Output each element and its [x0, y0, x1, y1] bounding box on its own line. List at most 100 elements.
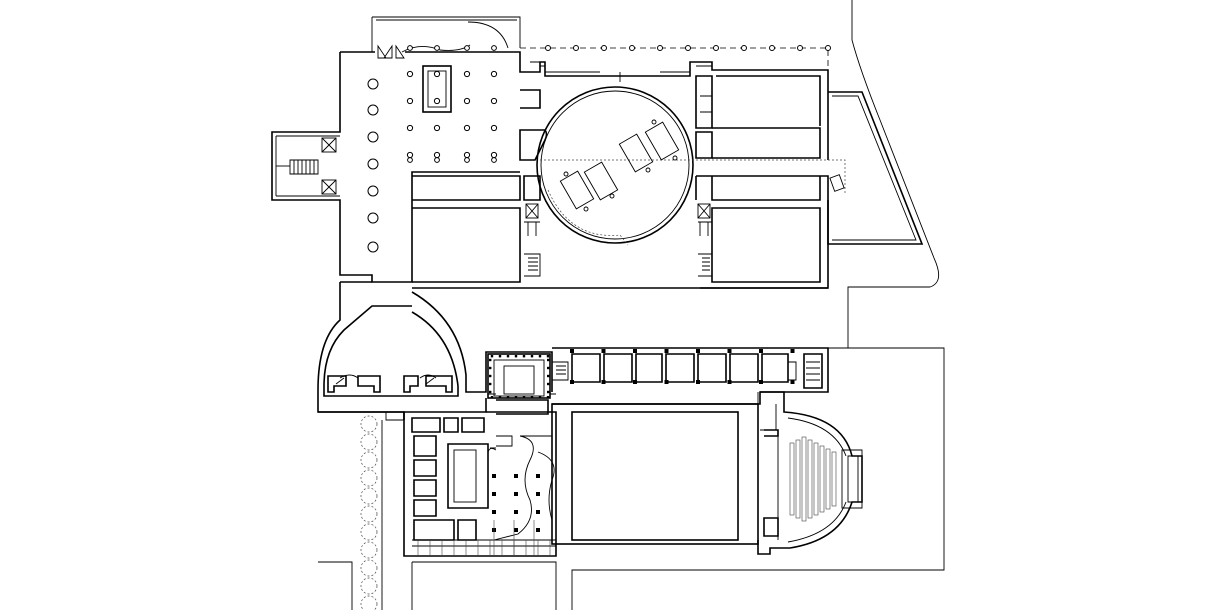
- pier-square: [696, 380, 700, 384]
- pier: [433, 97, 441, 105]
- cloister-pier: [538, 396, 542, 399]
- colonnade-pier: [741, 45, 747, 51]
- colonnade-pier: [573, 45, 579, 51]
- round-column: [367, 241, 379, 253]
- cloister-pier: [547, 358, 550, 362]
- pier-square: [633, 349, 637, 353]
- pier-square: [696, 349, 700, 353]
- service-pier: [492, 510, 496, 514]
- cloister-pier: [547, 382, 550, 386]
- central-gallery-apse: [317, 281, 553, 420]
- seat-row: [801, 436, 807, 522]
- cloister-pier: [489, 382, 492, 386]
- round-column: [367, 131, 379, 143]
- pier-square: [664, 380, 669, 384]
- round-column: [367, 212, 379, 224]
- round-column: [367, 104, 379, 116]
- service-pier: [514, 528, 518, 532]
- pier-square: [601, 349, 606, 353]
- cloister-pier: [490, 396, 494, 399]
- colonnade-pier: [545, 45, 551, 51]
- cloister-pier: [530, 355, 534, 358]
- pier: [464, 157, 470, 163]
- central-courtyard: [551, 392, 777, 545]
- pier: [407, 157, 413, 163]
- theater-hall: [757, 391, 863, 555]
- colonnade-pier: [825, 45, 831, 51]
- pier: [463, 124, 471, 132]
- pier: [491, 157, 497, 163]
- south-range-piers: [489, 349, 795, 399]
- south-east-range: [552, 340, 945, 610]
- pier-square: [790, 380, 795, 384]
- tree-row: [360, 415, 378, 610]
- colonnade-pier: [713, 45, 719, 51]
- cloister-pier: [489, 390, 492, 394]
- cloister-pier: [530, 396, 534, 399]
- service-pier: [514, 474, 518, 478]
- pier-square: [664, 349, 669, 353]
- seat-row: [789, 442, 795, 516]
- cloister-pier: [506, 396, 510, 399]
- pier: [490, 124, 498, 132]
- tree-canopy: [360, 541, 378, 559]
- tree-canopy: [360, 415, 378, 433]
- pier: [490, 151, 498, 159]
- colonnade-pier: [797, 45, 803, 51]
- service-block-piers: [417, 474, 551, 556]
- cloister-pier: [490, 355, 494, 358]
- cloister-courtyard: [487, 353, 556, 415]
- portico-column-grid: [367, 45, 498, 253]
- tree-canopy: [360, 505, 378, 523]
- round-column: [367, 158, 379, 170]
- cloister-pier: [546, 396, 550, 399]
- round-column: [367, 78, 379, 90]
- pier: [433, 70, 441, 78]
- tree-canopy: [360, 487, 378, 505]
- pier: [406, 124, 414, 132]
- tree-canopy: [360, 595, 378, 610]
- pier: [463, 97, 471, 105]
- round-column: [367, 185, 379, 197]
- cloister-pier: [514, 355, 518, 358]
- pier: [463, 151, 471, 159]
- pier-square: [727, 349, 732, 353]
- pier-square: [633, 380, 637, 384]
- cloister-pier: [489, 366, 492, 370]
- pier: [491, 45, 497, 51]
- colonnade-pier: [769, 45, 775, 51]
- north-colonnade: [520, 45, 831, 68]
- seat-row: [813, 442, 819, 516]
- cloister-pier: [522, 396, 526, 399]
- service-pier: [536, 528, 540, 532]
- pier-square: [759, 380, 763, 384]
- pier: [406, 151, 414, 159]
- pier: [464, 45, 470, 51]
- colonnade-pier: [685, 45, 691, 51]
- pier-square: [570, 380, 574, 384]
- colonnade-pier: [629, 45, 635, 51]
- seat-row: [795, 439, 801, 519]
- tree-canopy: [360, 577, 378, 595]
- cloister-pier: [506, 355, 510, 358]
- tree-canopy: [360, 559, 378, 577]
- seat-row: [807, 439, 813, 519]
- pier: [406, 97, 414, 105]
- cloister-pier: [489, 358, 492, 362]
- service-pier: [514, 492, 518, 496]
- cloister-pier: [547, 390, 550, 394]
- service-pier: [492, 492, 496, 496]
- pier: [490, 70, 498, 78]
- seat-row: [819, 445, 825, 513]
- pier: [434, 45, 440, 51]
- cloister-pier: [498, 355, 502, 358]
- north-entrance-portico: [271, 16, 521, 283]
- pier: [407, 45, 413, 51]
- rotunda-block: [412, 0, 940, 340]
- tree-canopy: [360, 433, 378, 451]
- theater-seating-rows: [789, 436, 837, 522]
- seat-row: [831, 451, 837, 507]
- service-pier: [536, 492, 540, 496]
- tree-canopy: [360, 523, 378, 541]
